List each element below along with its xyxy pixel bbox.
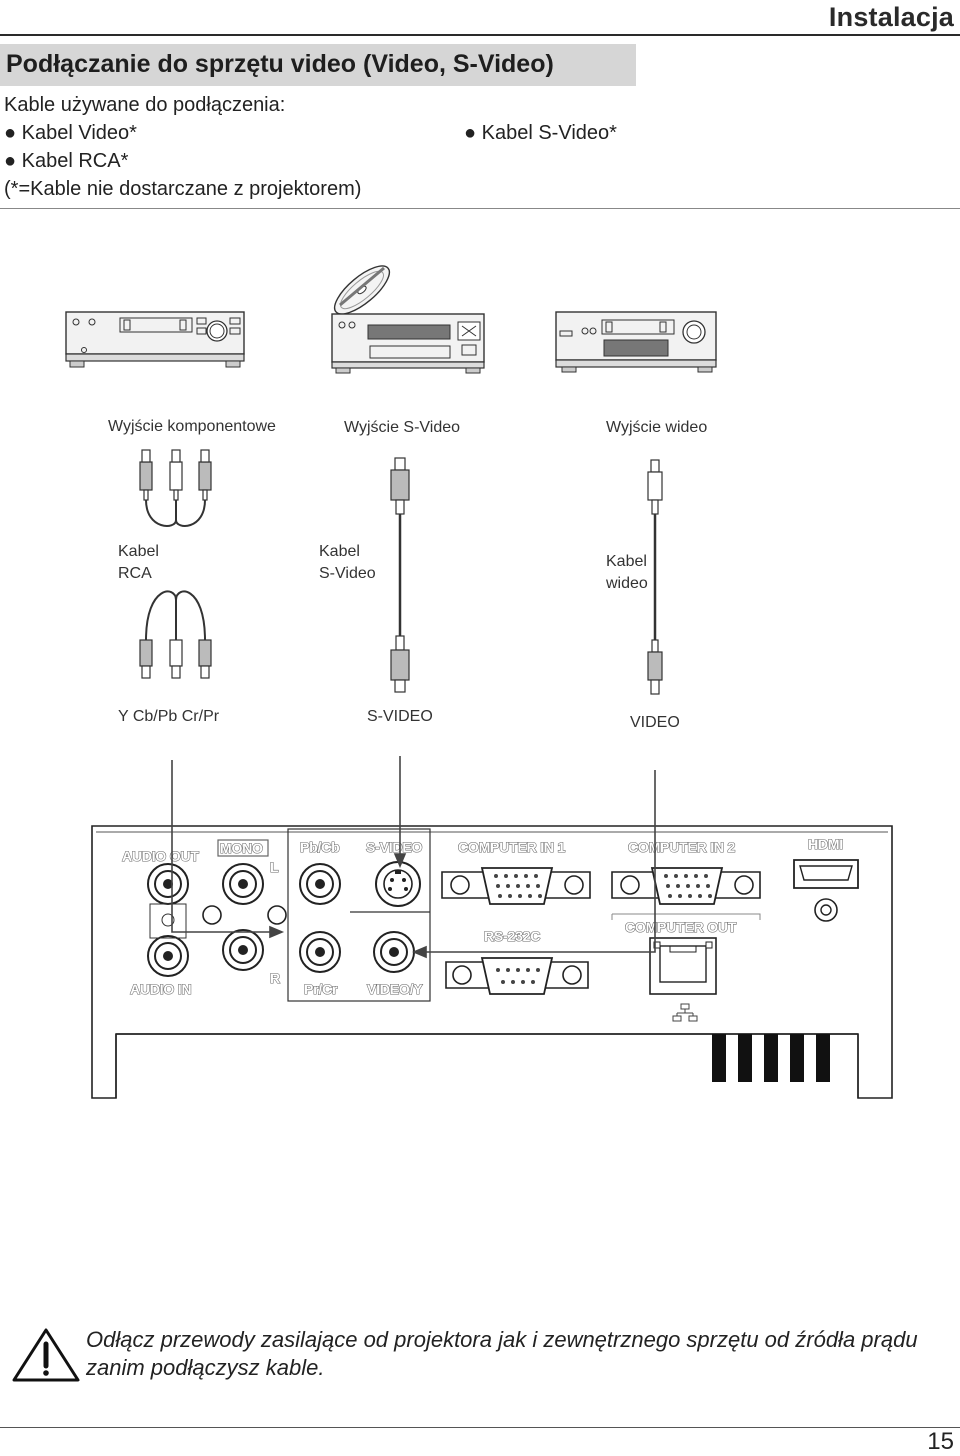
dvd-disc-icon [333,265,391,315]
intro-rule [0,208,960,209]
cable-item-video: ● Kabel Video* [4,122,137,144]
video-cable-label-2: wideo [605,575,648,592]
network-icon [672,1003,698,1022]
page-title: Podłączanie do sprzętu video (Video, S-V… [6,50,554,78]
lan-port [649,937,717,995]
s-video-device [331,313,485,374]
component-device [65,311,245,368]
audio-screw [161,913,175,927]
cable-item-rca: ● Kabel RCA* [4,150,129,172]
rca-cable-label-1: Kabel [118,543,159,560]
computer-in-2-label: COMPUTER IN 2 [628,839,735,855]
pb-cb-label: Pb/Cb [300,839,339,855]
computer-out-bracket [611,913,761,920]
rca-cable [139,449,212,679]
audio-out-label: AUDIO OUT [122,848,199,864]
video-y-jack [373,931,415,973]
s-video-port-label: S-VIDEO [366,839,422,855]
video-cable-label-1: Kabel [606,553,647,570]
s-video-cable-label-1: Kabel [319,543,360,560]
rs232c-port [445,957,589,995]
video-y-label: VIDEO/Y [367,981,423,997]
audio-in-label: AUDIO IN [130,981,191,997]
video-device [555,311,717,373]
intro-heading: Kable używane do podłączenia: [4,94,286,116]
computer-out-label: COMPUTER OUT [625,919,737,935]
section-header: Instalacja [828,2,954,32]
computer-in-1-label: COMPUTER IN 1 [458,839,565,855]
component-connector-label: Y Cb/Pb Cr/Pr [118,708,220,725]
audio-l-jack [222,863,264,905]
cable-note: (*=Kable nie dostarczane z projektorem) [4,178,362,200]
computer-in-2-port [611,867,761,905]
s-video-cable [390,457,410,693]
component-output-label: Wyjście komponentowe [108,418,276,435]
video-cable [647,459,663,695]
panel-screw-right [267,905,287,925]
video-output-label: Wyjście wideo [606,419,707,436]
warning-text: Odłącz przewody zasilające od projektora… [86,1327,918,1380]
hdmi-port [793,859,859,922]
s-video-connector-label: S-VIDEO [367,708,433,725]
title-band: Podłączanie do sprzętu video (Video, S-V… [0,44,636,86]
pr-cr-label: Pr/Cr [304,981,338,997]
s-video-output-label: Wyjście S-Video [344,419,460,436]
bottom-rule [0,1427,960,1428]
warning-icon [12,1328,80,1382]
page-number: 15 [927,1428,954,1455]
cable-item-s-video: ● Kabel S-Video* [464,122,617,144]
pr-cr-jack [299,931,341,973]
s-video-cable-label-2: S-Video [319,565,376,582]
computer-in-1-port [441,867,591,905]
rca-cable-label-2: RCA [118,565,152,582]
rs232c-label: RS-232C [484,928,540,944]
audio-out-jack [147,863,189,905]
audio-l-label: L [270,859,279,875]
panel-screw-left [202,905,222,925]
hdmi-label: HDMI [808,836,843,852]
s-video-port [375,861,421,907]
header-rule [0,34,960,36]
mono-label: MONO [220,840,263,856]
audio-in-jack [147,935,189,977]
connection-lines [171,756,656,959]
audio-r-jack [222,929,264,971]
video-connector-label: VIDEO [630,714,680,731]
audio-bracket [149,903,187,939]
audio-r-label: R [270,970,280,986]
pb-cb-jack [299,863,341,905]
